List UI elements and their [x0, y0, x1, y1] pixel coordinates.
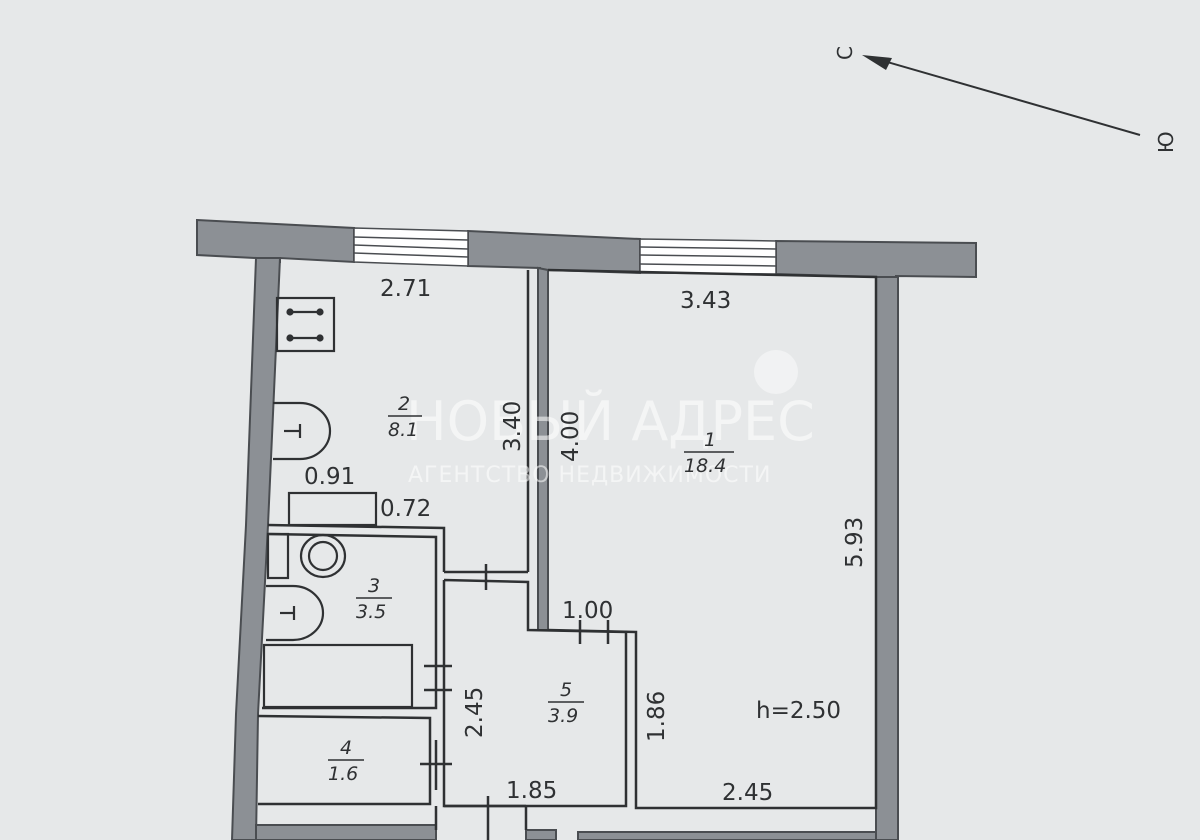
dim-fixture-width: 0.91 [304, 464, 355, 490]
bath-sink-icon [266, 584, 325, 642]
svg-text:3: 3 [368, 575, 380, 597]
watermark-tagline: АГЕНТСТВО НЕДВИЖИМОСТИ [408, 463, 771, 488]
wall-bottom-middle [525, 829, 557, 840]
svg-text:1.6: 1.6 [328, 763, 358, 785]
compass: С Ю [833, 46, 1178, 153]
watermark-name: НОВЫЙ АДРЕС [406, 390, 815, 453]
line-room2-bottom [267, 523, 446, 572]
windows [353, 227, 777, 275]
svg-text:8.1: 8.1 [388, 419, 418, 441]
room-label-5: 5 3.9 [548, 679, 584, 727]
dim-room1-partition: 4.00 [558, 411, 584, 462]
room-label-1: 1 18.4 [684, 429, 734, 477]
dim-room1-width: 3.43 [680, 288, 731, 314]
watermark: НОВЫЙ АДРЕС АГЕНТСТВО НЕДВИЖИМОСТИ [406, 350, 815, 488]
svg-text:2: 2 [398, 393, 410, 415]
toilet-icon [266, 532, 347, 580]
line-room1 [547, 268, 878, 810]
dim-room1-depth: 5.93 [842, 517, 868, 568]
compass-north-label: С [833, 46, 857, 60]
dim-hall-side: 1.86 [644, 691, 670, 742]
svg-text:18.4: 18.4 [684, 455, 726, 477]
window-room-2 [353, 227, 469, 267]
wall-top-left [196, 218, 355, 264]
svg-text:3.5: 3.5 [356, 601, 386, 623]
room-label-3: 3 3.5 [356, 575, 392, 623]
svg-text:1: 1 [704, 429, 716, 451]
dim-room2-width: 2.71 [380, 276, 431, 302]
line-room4 [257, 714, 432, 806]
walls [196, 218, 977, 840]
room-label-2: 2 8.1 [388, 393, 422, 441]
dim-room2-depth: 3.40 [500, 401, 526, 452]
svg-text:5: 5 [560, 679, 572, 701]
wall-left [230, 257, 282, 840]
interior-lines [257, 268, 878, 830]
kitchen-cabinet-icon [287, 491, 378, 527]
window-room-1 [639, 238, 777, 275]
wall-top-middle [467, 229, 641, 275]
dim-room1-bottom-width: 2.45 [722, 780, 773, 806]
fixtures [262, 296, 414, 709]
room-labels: 2 8.1 1 18.4 3 3.5 5 3.9 4 1.6 [328, 393, 734, 785]
dim-hall-width: 1.00 [562, 598, 613, 624]
compass-line [869, 56, 1141, 136]
door-marks [420, 564, 610, 840]
watermark-logo-icon [754, 350, 798, 394]
kitchen-sink-icon [273, 401, 332, 461]
bathtub-icon [262, 643, 414, 709]
svg-text:4: 4 [340, 737, 352, 759]
wall-right [875, 276, 899, 840]
compass-south-label: Ю [1154, 131, 1178, 153]
dim-fixture-depth: 0.72 [380, 496, 431, 522]
room-label-4: 4 1.6 [328, 737, 364, 785]
dimension-labels: 2.71 3.43 3.40 4.00 5.93 0.91 0.72 1.00 … [304, 276, 868, 806]
dim-corridor-width: 1.85 [506, 778, 557, 804]
ceiling-height: h=2.50 [756, 698, 841, 724]
compass-arrow-head-icon [862, 55, 892, 70]
wall-bottom-left [255, 824, 437, 840]
dim-hall-length: 2.45 [462, 687, 488, 738]
wall-top-right [775, 239, 977, 279]
svg-text:3.9: 3.9 [548, 705, 578, 727]
wall-bottom-right [577, 831, 877, 840]
stove-icon [275, 296, 336, 353]
